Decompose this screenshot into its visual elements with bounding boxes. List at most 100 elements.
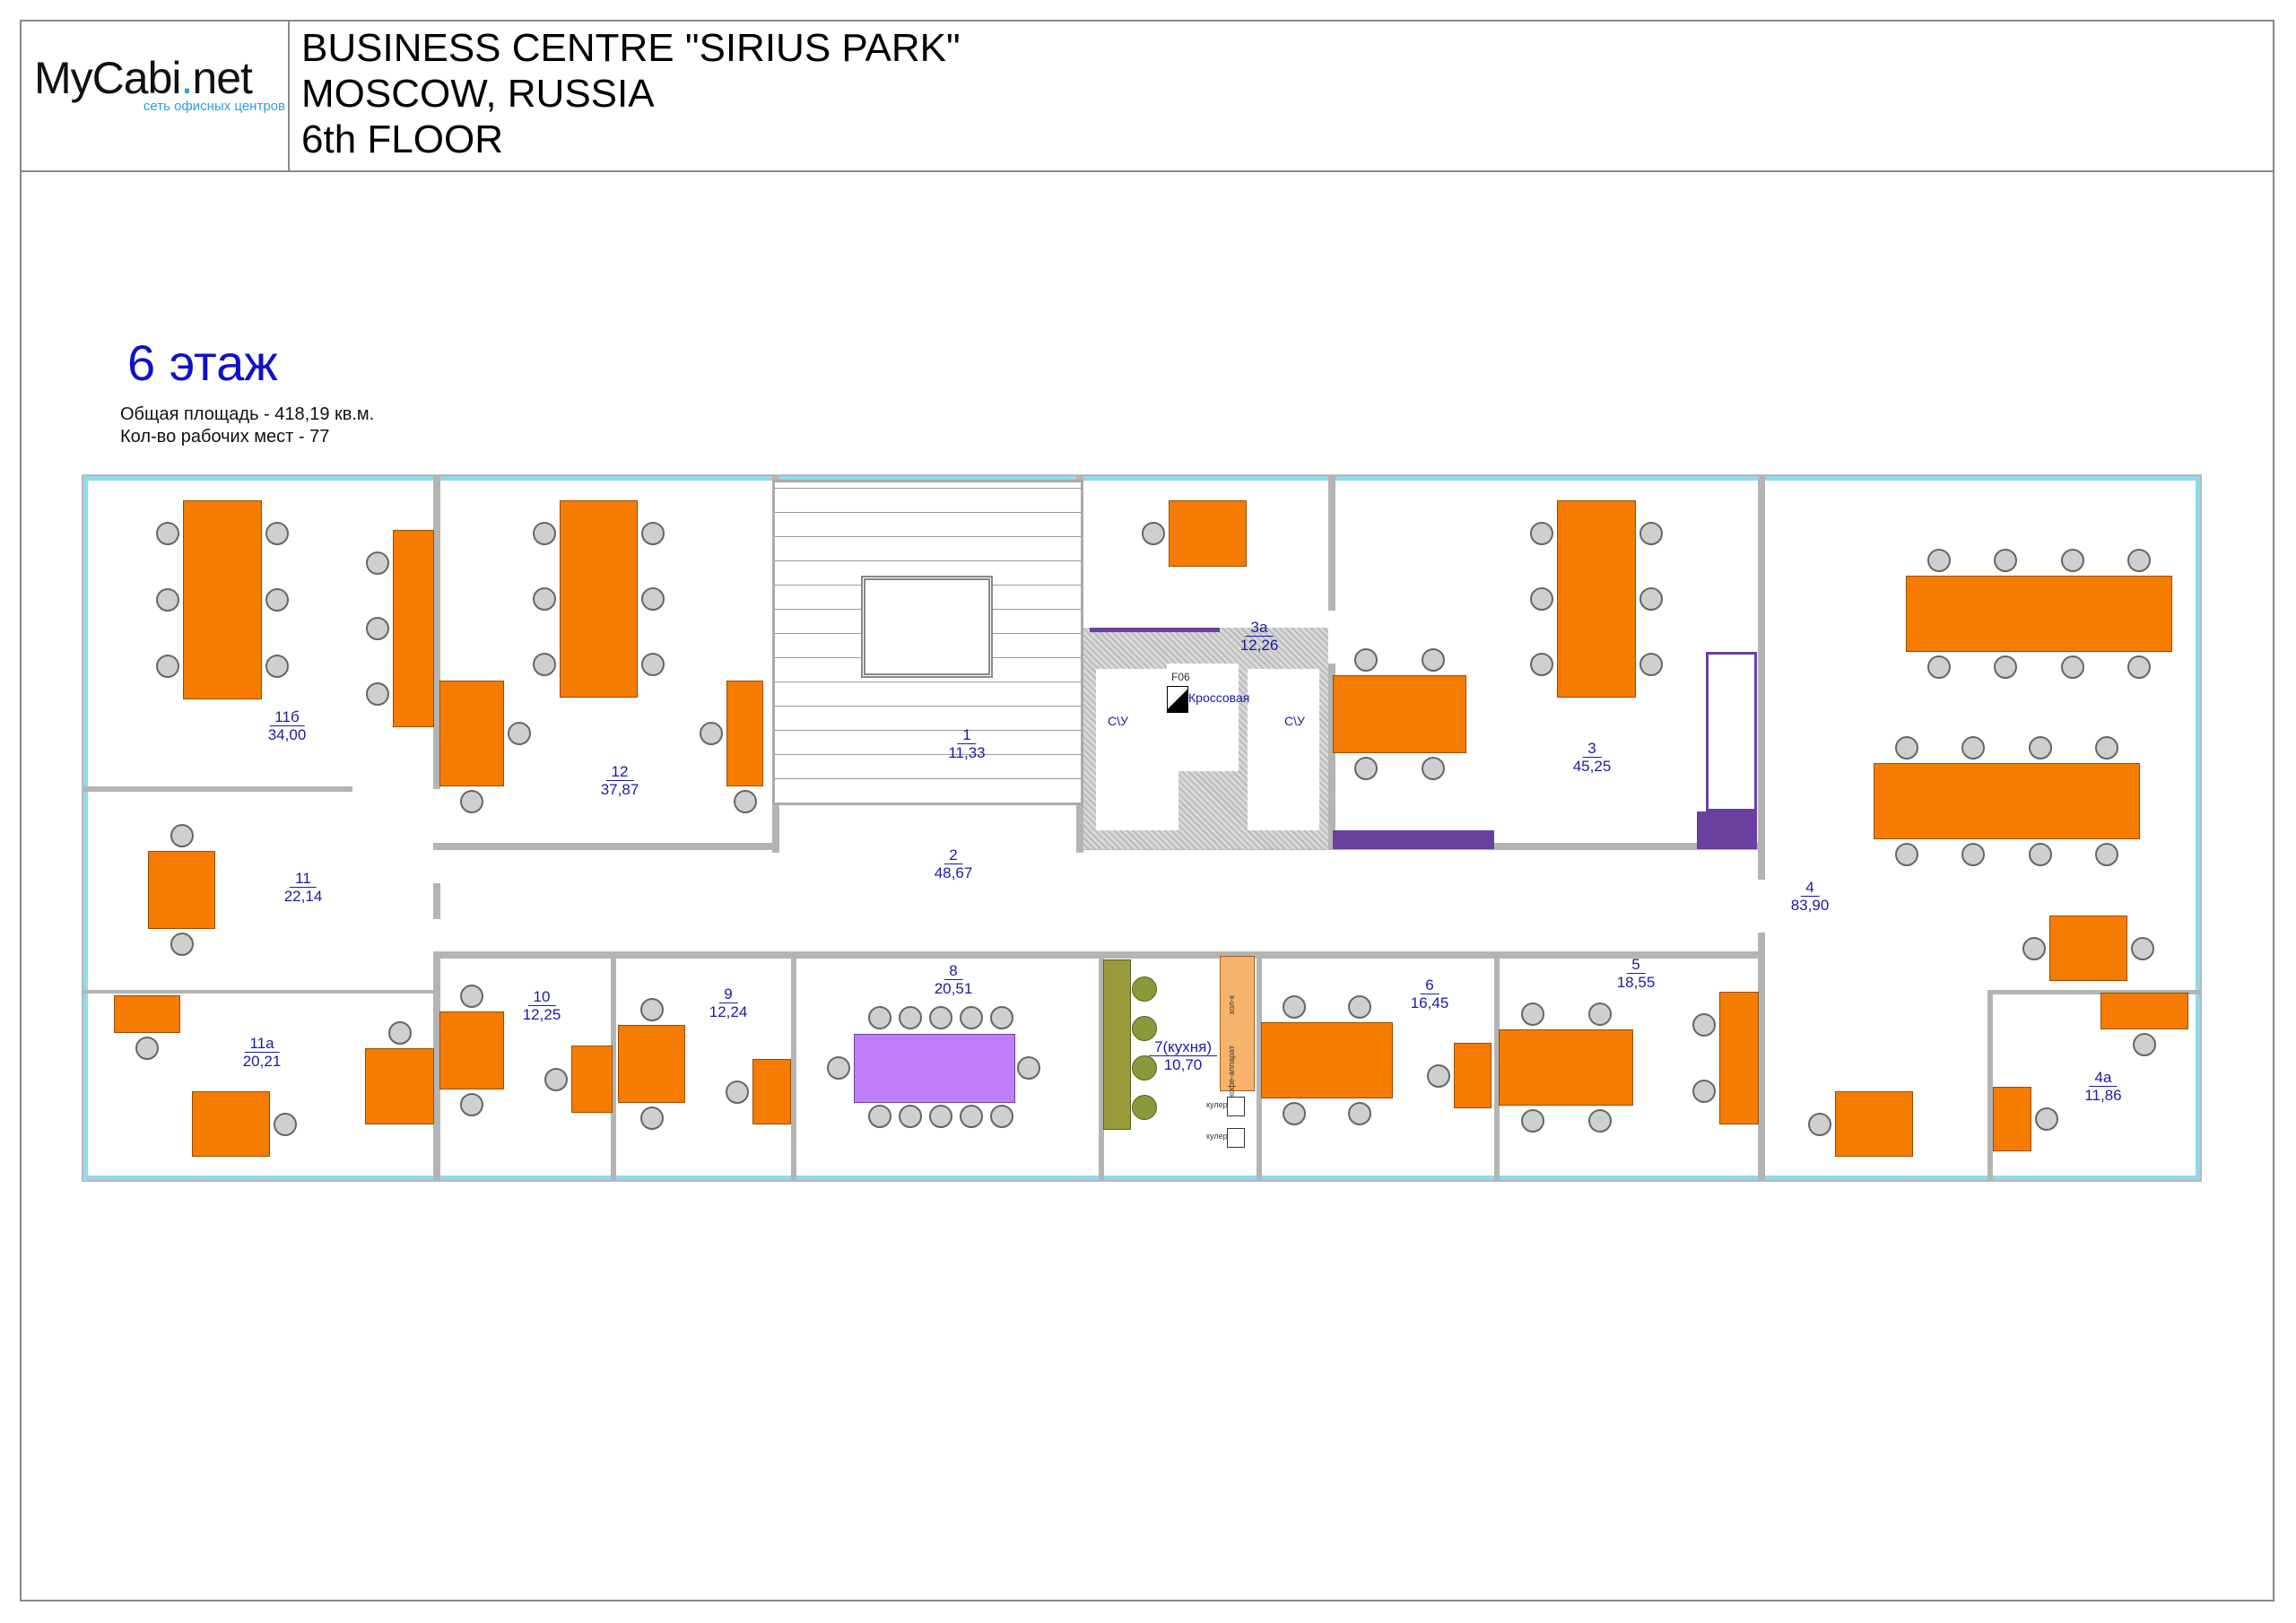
chair [265,588,289,612]
chair [2094,843,2118,866]
logo-divider [288,20,290,172]
title-building: BUSINESS CENTRE "SIRIUS PARK" [301,26,961,70]
chair [2060,549,2084,572]
chair [1348,1102,1372,1125]
chair [1994,655,2018,679]
bar-stool [1132,1055,1157,1081]
wall [1758,933,1765,1180]
chair [827,1056,850,1080]
partition [1333,830,1494,849]
chair [2028,736,2052,759]
desk [2100,993,2188,1029]
header-divider [20,170,2274,172]
room-area: 22,14 [283,888,323,905]
server-rack-icon [1167,686,1188,713]
bar-stool [1132,1016,1157,1041]
desk [1333,675,1466,753]
desk [618,1025,685,1103]
chair [1895,843,1919,866]
chair [641,587,665,611]
partition [1697,812,1757,849]
chair [990,1105,1013,1128]
chair [156,655,179,678]
room-number: 3 [1582,740,1602,758]
desk [365,1048,434,1124]
page-frame [20,20,2274,1601]
desk [1454,1043,1492,1108]
chair [2131,936,2154,960]
restroom-2 [1248,669,1319,830]
chair [533,653,556,677]
restroom-1 [1096,669,1178,830]
chair [1927,549,1952,572]
meeting-table [854,1034,1015,1103]
chair [700,722,723,745]
chair [274,1112,297,1136]
desk [1906,576,2172,652]
chair [1530,653,1553,677]
chair [1421,757,1445,780]
room-area: 20,21 [242,1053,282,1070]
chair [387,1021,412,1045]
desk [148,851,215,929]
desk [1557,500,1636,698]
desk [1874,763,2140,839]
chair [265,655,289,678]
chair [2060,655,2084,679]
chair [868,1105,891,1128]
chair [899,1105,922,1128]
coffee-machine-label: кофе-аппарат [1227,1046,1236,1098]
room-number: 2 [944,846,963,864]
chair [639,998,664,1021]
bar-stool [1132,976,1157,1002]
chair [460,1093,483,1116]
chair [156,588,179,612]
chair [2028,843,2052,866]
server-room-label: Кроссовая [1188,690,1250,705]
water-cooler-icon [1227,1128,1245,1148]
bar-stool [1132,1095,1157,1120]
logo-dot: . [180,53,193,103]
chair [1421,648,1445,672]
logo-text: MyCabi [34,53,181,103]
chair [1961,843,1986,866]
room-label-7-kitchen: 7(кухня)10,70 [1149,1038,1217,1073]
chair [170,933,194,956]
wall [1494,955,1500,1180]
chair [899,1006,922,1029]
chair [990,1006,1013,1029]
chair [2022,936,2046,960]
room-area: 16,45 [1410,994,1449,1011]
server-room [1167,664,1239,771]
chair [366,617,389,640]
chair [1282,995,1306,1019]
room-number: 4а [2089,1069,2118,1087]
chair [1354,648,1378,672]
chair [366,682,389,707]
room-number: 3а [1245,619,1274,637]
desk [571,1046,613,1113]
desk [752,1059,791,1124]
wall [1987,990,2200,994]
wall [433,843,772,850]
floor-stats: Общая площадь - 418,19 кв.м. Кол-во рабо… [120,404,374,448]
chair [726,1080,749,1104]
document-title: BUSINESS CENTRE "SIRIUS PARK" MOSCOW, RU… [301,25,961,162]
fridge-label: хол-к [1227,995,1236,1015]
chair [1587,1109,1612,1133]
chair [1692,1013,1716,1037]
chair [366,551,389,575]
glass-partition [1706,652,1757,812]
wall [1099,955,1104,1180]
wall [433,476,440,789]
room-number: 6 [1420,976,1439,994]
chair [2094,736,2118,759]
